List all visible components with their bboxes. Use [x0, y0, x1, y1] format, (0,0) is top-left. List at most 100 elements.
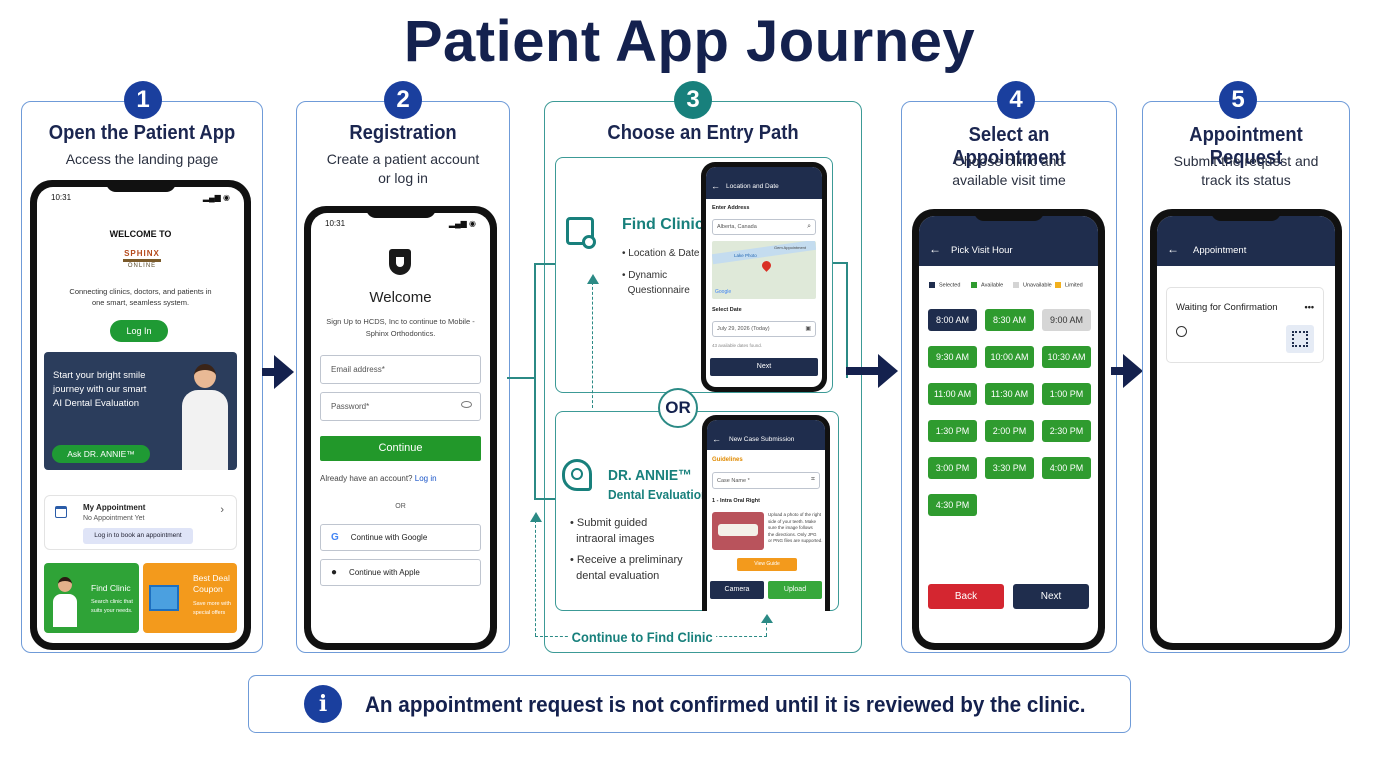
- legend-item: Limited: [1055, 282, 1083, 288]
- more-options-icon[interactable]: •••: [1304, 302, 1314, 312]
- step-1-badge: 1: [124, 81, 162, 119]
- ai-banner[interactable]: Start your bright smile journey with our…: [44, 352, 237, 470]
- dashed-loop-left: [535, 520, 536, 636]
- sphinx-logo: SPHINX ONLINE: [123, 249, 161, 269]
- chevron-right-icon: ›: [220, 504, 224, 516]
- time-slot[interactable]: 4:30 PM: [928, 494, 977, 516]
- step-5-title: Appointment Request: [1189, 124, 1303, 169]
- next-button[interactable]: Next: [1013, 584, 1089, 609]
- time-slot[interactable]: 3:00 PM: [928, 457, 977, 479]
- dashed-loop-left-head: [530, 512, 542, 522]
- already-account-text: Already have an account? Log in: [320, 474, 437, 483]
- dr-annie-label-2: Dental Evaluation: [608, 487, 709, 502]
- time-slot[interactable]: 8:30 AM: [985, 309, 1034, 331]
- legend-item: Selected: [929, 282, 960, 288]
- google-button[interactable]: G Continue with Google: [320, 524, 481, 551]
- back-arrow-icon[interactable]: ←: [929, 242, 941, 256]
- ask-dr-annie-button[interactable]: Ask DR. ANNIE™: [52, 445, 150, 463]
- case-name-input[interactable]: Case Name * ⌗: [712, 472, 820, 489]
- flow-arrow-4-head: [1123, 354, 1143, 388]
- step-2-subtitle-2: or log in: [378, 170, 428, 186]
- qr-code-icon[interactable]: [1286, 325, 1314, 353]
- info-note: i An appointment request is not confirme…: [248, 675, 1131, 733]
- time-slot[interactable]: 4:00 PM: [1042, 457, 1091, 479]
- best-deal-tile[interactable]: Best Deal Coupon Save more with special …: [143, 563, 237, 633]
- time-slot[interactable]: 11:30 AM: [985, 383, 1034, 405]
- legend-swatch: [1055, 282, 1061, 288]
- my-appointment-card[interactable]: My Appointment No Appointment Yet › Log …: [44, 495, 237, 550]
- legend-label: Limited: [1065, 282, 1083, 289]
- legend-label: Selected: [939, 282, 961, 289]
- appointment-screen: ← Appointment Waiting for Confirmation •…: [1157, 216, 1335, 643]
- find-clinic-bullet-2: • Dynamic Questionnaire: [622, 270, 690, 296]
- landing-desc-1: Connecting clinics, doctors, and patient…: [69, 287, 212, 296]
- dr-annie-bullet-2: • Receive a preliminary dental evaluatio…: [570, 554, 683, 582]
- camera-button[interactable]: Camera: [710, 581, 764, 599]
- location-next-button[interactable]: Next: [710, 358, 818, 376]
- login-button[interactable]: Log In: [110, 320, 168, 342]
- back-arrow-icon[interactable]: ←: [711, 181, 720, 191]
- dashed-loop-right-head: [761, 614, 773, 623]
- guidelines-link[interactable]: Guidelines: [712, 457, 743, 463]
- location-header: ← Location and Date: [706, 167, 822, 199]
- find-clinic-label: Find Clinic: [622, 216, 704, 233]
- back-arrow-icon[interactable]: ←: [1167, 242, 1179, 256]
- phone-landing: 10:31▂▄▆ ◉ WELCOME TO SPHINX ONLINE Conn…: [30, 180, 251, 650]
- or-divider: OR: [395, 503, 406, 510]
- connector-left-step3: [507, 377, 536, 379]
- date-input[interactable]: July 29, 2026 (Today) ▣: [712, 321, 816, 337]
- flow-arrow-1-head: [274, 355, 294, 389]
- time-slot[interactable]: 9:30 AM: [928, 346, 977, 368]
- login-link[interactable]: Log in: [414, 474, 437, 483]
- upload-button[interactable]: Upload: [768, 581, 822, 599]
- email-field[interactable]: Email address*: [320, 355, 481, 384]
- time-slot[interactable]: 10:00 AM: [985, 346, 1034, 368]
- registration-screen: 10:31▂▄▆ ◉ Welcome Sign Up to HCDS, Inc …: [311, 213, 490, 643]
- back-arrow-icon[interactable]: ←: [712, 434, 721, 444]
- password-field[interactable]: Password*: [320, 392, 481, 421]
- phone-registration: 10:31▂▄▆ ◉ Welcome Sign Up to HCDS, Inc …: [304, 206, 497, 650]
- time-slot[interactable]: 8:00 AM: [928, 309, 977, 331]
- map-view[interactable]: Lake Photo Gem Appointment Google: [712, 241, 816, 299]
- find-clinic-tile[interactable]: Find Clinic Search clinic that suits you…: [44, 563, 139, 633]
- location-screen: ← Location and Date Enter Address Albert…: [706, 167, 822, 387]
- connector-right-step3: [833, 262, 847, 264]
- qr-scan-icon[interactable]: ⌗: [811, 476, 815, 483]
- case-header: ← New Case Submission: [707, 420, 825, 450]
- time-slot[interactable]: 11:00 AM: [928, 383, 977, 405]
- address-input[interactable]: Alberta, Canada ⌕: [712, 219, 816, 235]
- time-slot-grid: 8:00 AM 8:30 AM 9:00 AM 9:30 AM 10:00 AM 10:3…: [928, 309, 1098, 529]
- dr-annie-bullet-1: • Submit guided intraoral images: [570, 517, 655, 545]
- back-button[interactable]: Back: [928, 584, 1004, 609]
- step-5-badge: 5: [1219, 81, 1257, 119]
- appointment-status-card[interactable]: Waiting for Confirmation •••: [1166, 287, 1324, 363]
- time-slot[interactable]: 3:30 PM: [985, 457, 1034, 479]
- step-5-subtitle-1: Submit the request and: [1173, 153, 1319, 169]
- signal-icon: ▂▄▆ ◉: [202, 193, 230, 202]
- branch-line-vert: [534, 263, 536, 500]
- phone-notch: [365, 206, 436, 218]
- time-slot[interactable]: 1:00 PM: [1042, 383, 1091, 405]
- upload-instructions: Upload a photo of the right side of your…: [768, 512, 823, 543]
- landing-screen: 10:31▂▄▆ ◉ WELCOME TO SPHINX ONLINE Conn…: [37, 187, 244, 643]
- time-slot[interactable]: 2:30 PM: [1042, 420, 1091, 442]
- landing-desc-2: one smart, seamless system.: [91, 298, 190, 307]
- continue-button[interactable]: Continue: [320, 436, 481, 461]
- flow-arrow-3: [846, 367, 880, 375]
- phone-notch: [973, 209, 1044, 221]
- or-circle: OR: [658, 388, 698, 428]
- step-4-badge: 4: [997, 81, 1035, 119]
- branch-line-bottom: [535, 498, 555, 500]
- view-guide-button[interactable]: View Guide: [737, 558, 797, 571]
- time-slot[interactable]: 10:30 AM: [1042, 346, 1091, 368]
- eye-icon[interactable]: [461, 401, 472, 408]
- time-slot[interactable]: 9:00 AM: [1042, 309, 1091, 331]
- time-slot[interactable]: 2:00 PM: [985, 420, 1034, 442]
- login-to-book-button[interactable]: Log in to book an appointment: [83, 528, 193, 544]
- status-bar: 10:31▂▄▆ ◉: [325, 219, 476, 228]
- time-slot[interactable]: 1:30 PM: [928, 420, 977, 442]
- signal-icon: ▂▄▆ ◉: [448, 219, 476, 228]
- apple-button[interactable]: ● Continue with Apple: [320, 559, 481, 586]
